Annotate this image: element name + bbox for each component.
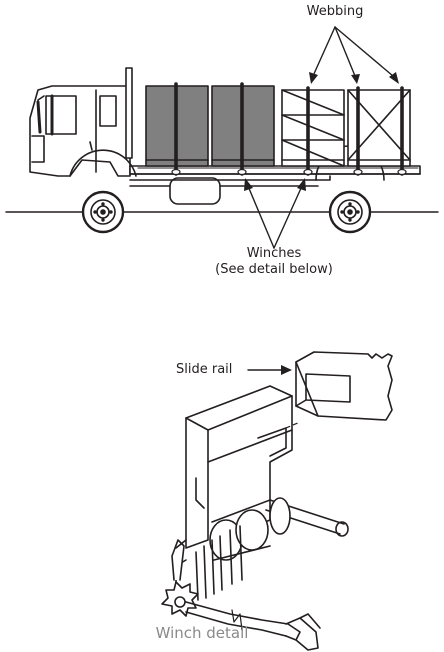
slide-rail-label: Slide rail [176,362,233,377]
chassis [129,175,331,181]
winches-label: Winches [246,246,302,261]
winches-arrowheads [244,178,306,191]
webbing-leaders [312,26,394,77]
pawl-lever [171,539,187,581]
winch-detail-caption: Winch detail [155,624,249,642]
truck-cab [29,85,131,177]
winches-leaders [247,185,303,249]
winch-strap [185,601,321,651]
winch-body [185,385,301,549]
front-wheel-lugs [93,202,113,222]
webbing-straps [174,82,404,176]
webbing-label: Webbing [306,4,364,19]
rear-wheel-lugs [340,202,360,222]
deck-winches [171,168,407,176]
cargo-crate-1 [281,89,345,167]
ratchet-gear [161,581,199,617]
winch-drum [175,497,291,607]
see-detail-label: (See detail below) [215,262,333,277]
exhaust-stack [125,67,133,159]
front-wheel [69,149,137,234]
webbing-arrowheads [309,72,399,84]
slide-rail-arrowhead [281,365,292,375]
slide-rail [295,351,393,421]
fuel-tank [169,177,221,205]
